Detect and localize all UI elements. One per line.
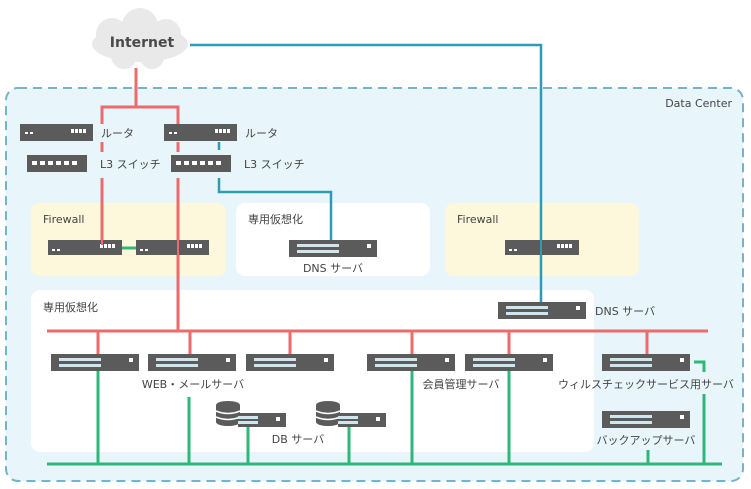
database-icon: [215, 401, 241, 426]
lan-link-internet: [100, 68, 138, 124]
l3-switch-label: L3 スイッチ: [100, 158, 161, 171]
web-mail-server-label: WEB・メールサーバ: [142, 378, 244, 391]
antivirus-server-label: ウィルスチェックサービス用サーバ: [558, 378, 734, 391]
server-icon: [498, 302, 586, 319]
l3-switch-icon: [171, 155, 231, 172]
server-icon: [602, 354, 690, 371]
lan-link-internet-2: [136, 105, 180, 124]
dedicated-dns-zone-label: 専用仮想化: [248, 212, 303, 226]
router-label: ルータ: [101, 127, 134, 140]
internet-label: Internet: [110, 35, 175, 51]
wan-link-internet: [190, 43, 543, 305]
router-label: ルータ: [245, 127, 278, 140]
server-icon: [238, 413, 286, 427]
firewall-zone-left-label: Firewall: [43, 213, 84, 226]
database-icon: [315, 401, 341, 426]
server-icon: [465, 354, 553, 371]
server-icon: [246, 354, 334, 371]
server-icon: [338, 413, 386, 427]
server-icon: [289, 240, 377, 257]
firewall-appliance-icon: [136, 240, 209, 255]
router-icon: [20, 124, 93, 141]
server-icon: [602, 411, 690, 428]
dns-public-label: DNS サーバ: [595, 305, 655, 318]
backup-server-label: バックアップサーバ: [597, 434, 696, 447]
firewall-zone-right-label: Firewall: [457, 213, 498, 226]
member-server-label: 会員管理サーバ: [423, 377, 500, 391]
server-icon: [148, 354, 236, 371]
server-icon: [367, 354, 455, 371]
datacenter-label: Data Center: [665, 97, 732, 110]
server-icon: [51, 354, 139, 371]
l3-switch-icon: [27, 155, 87, 172]
dns-private-label: DNS サーバ: [303, 262, 363, 275]
wan-link-switch-dns: [217, 178, 333, 244]
router-icon: [164, 124, 237, 141]
firewall-appliance-icon: [48, 240, 122, 255]
internet-cloud: Internet: [92, 8, 188, 69]
l3-switch-label: L3 スイッチ: [244, 158, 305, 171]
backup-drop-antivirus: [694, 360, 706, 372]
db-server-label: DB サーバ: [272, 433, 324, 446]
dedicated-main-zone-label: 専用仮想化: [43, 300, 98, 314]
dedicated-dns-zone: [236, 203, 430, 276]
